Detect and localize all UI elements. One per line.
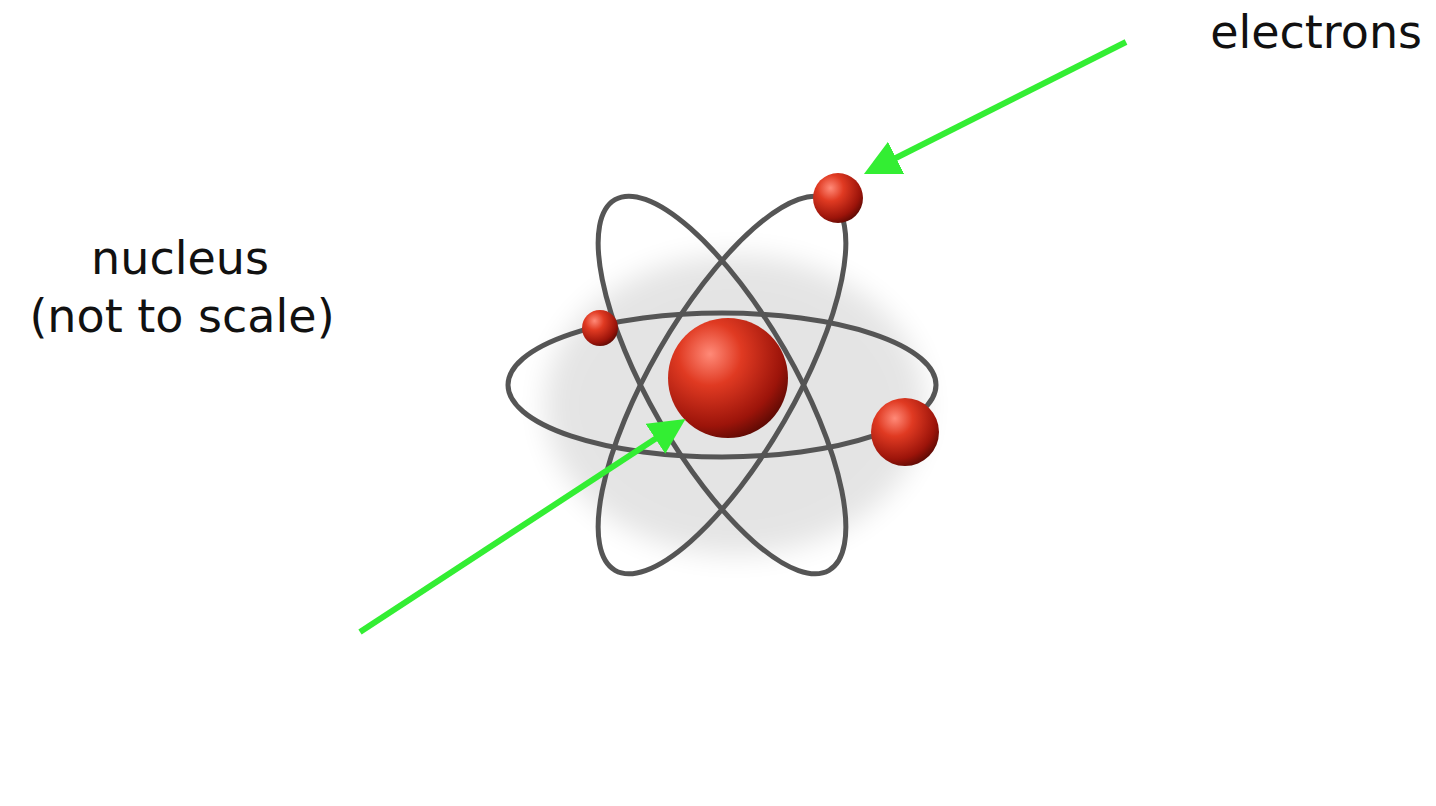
part-label: electrons: [1210, 6, 1422, 59]
nucleus-sphere: [668, 318, 788, 438]
electron-sphere: [813, 173, 863, 223]
leader-arrow: [360, 424, 678, 632]
electron-sphere: [582, 310, 618, 346]
shadow: [545, 255, 925, 555]
orbit: [553, 164, 892, 607]
electron-sphere: [871, 398, 939, 466]
orbits: [508, 164, 936, 607]
orbit: [553, 164, 892, 607]
part-label: nucleus: [91, 232, 269, 285]
leader-arrow: [872, 42, 1126, 170]
note-label: (not to scale): [29, 290, 334, 343]
